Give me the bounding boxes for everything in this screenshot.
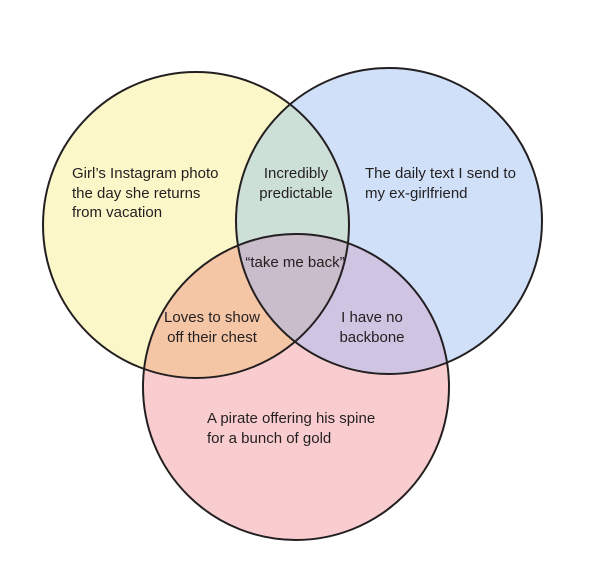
label-line: A pirate offering his spine bbox=[207, 410, 376, 427]
label-line: “take me back” bbox=[245, 254, 345, 271]
label-b-only: The daily text I send to my ex-girlfrien… bbox=[365, 164, 516, 203]
circle-b-outline bbox=[235, 67, 543, 375]
label-line: for a bunch of gold bbox=[207, 429, 332, 447]
label-line: from vacation bbox=[72, 204, 163, 221]
label-a-c: Loves to show off their chest bbox=[152, 308, 272, 347]
overlap-a-c-fill bbox=[143, 234, 349, 378]
label-b-c: I have no backbone bbox=[322, 308, 422, 347]
label-line: Girl’s Instagram photo bbox=[72, 165, 219, 182]
label-line: off their chest bbox=[167, 328, 257, 346]
label-a-b: Incredibly predictable bbox=[236, 164, 356, 203]
label-a-only: Girl’s Instagram photo the day she retur… bbox=[72, 164, 218, 223]
label-c-only: A pirate offering his spine for a bunch … bbox=[207, 409, 375, 448]
label-line: Loves to show bbox=[164, 309, 260, 326]
circle-c-outline bbox=[142, 233, 450, 541]
label-line: predictable bbox=[259, 184, 333, 202]
label-line: my ex-girlfriend bbox=[365, 184, 468, 202]
label-a-b-c: “take me back” bbox=[230, 253, 360, 273]
circle-a-outline bbox=[42, 71, 350, 379]
label-line: Incredibly bbox=[263, 165, 329, 182]
label-line: The daily text I send to bbox=[365, 165, 516, 182]
label-line: I have no bbox=[341, 309, 403, 326]
label-line: the day she returns bbox=[72, 184, 201, 202]
label-line: backbone bbox=[339, 328, 405, 346]
overlap-b-c-fill bbox=[236, 234, 449, 374]
